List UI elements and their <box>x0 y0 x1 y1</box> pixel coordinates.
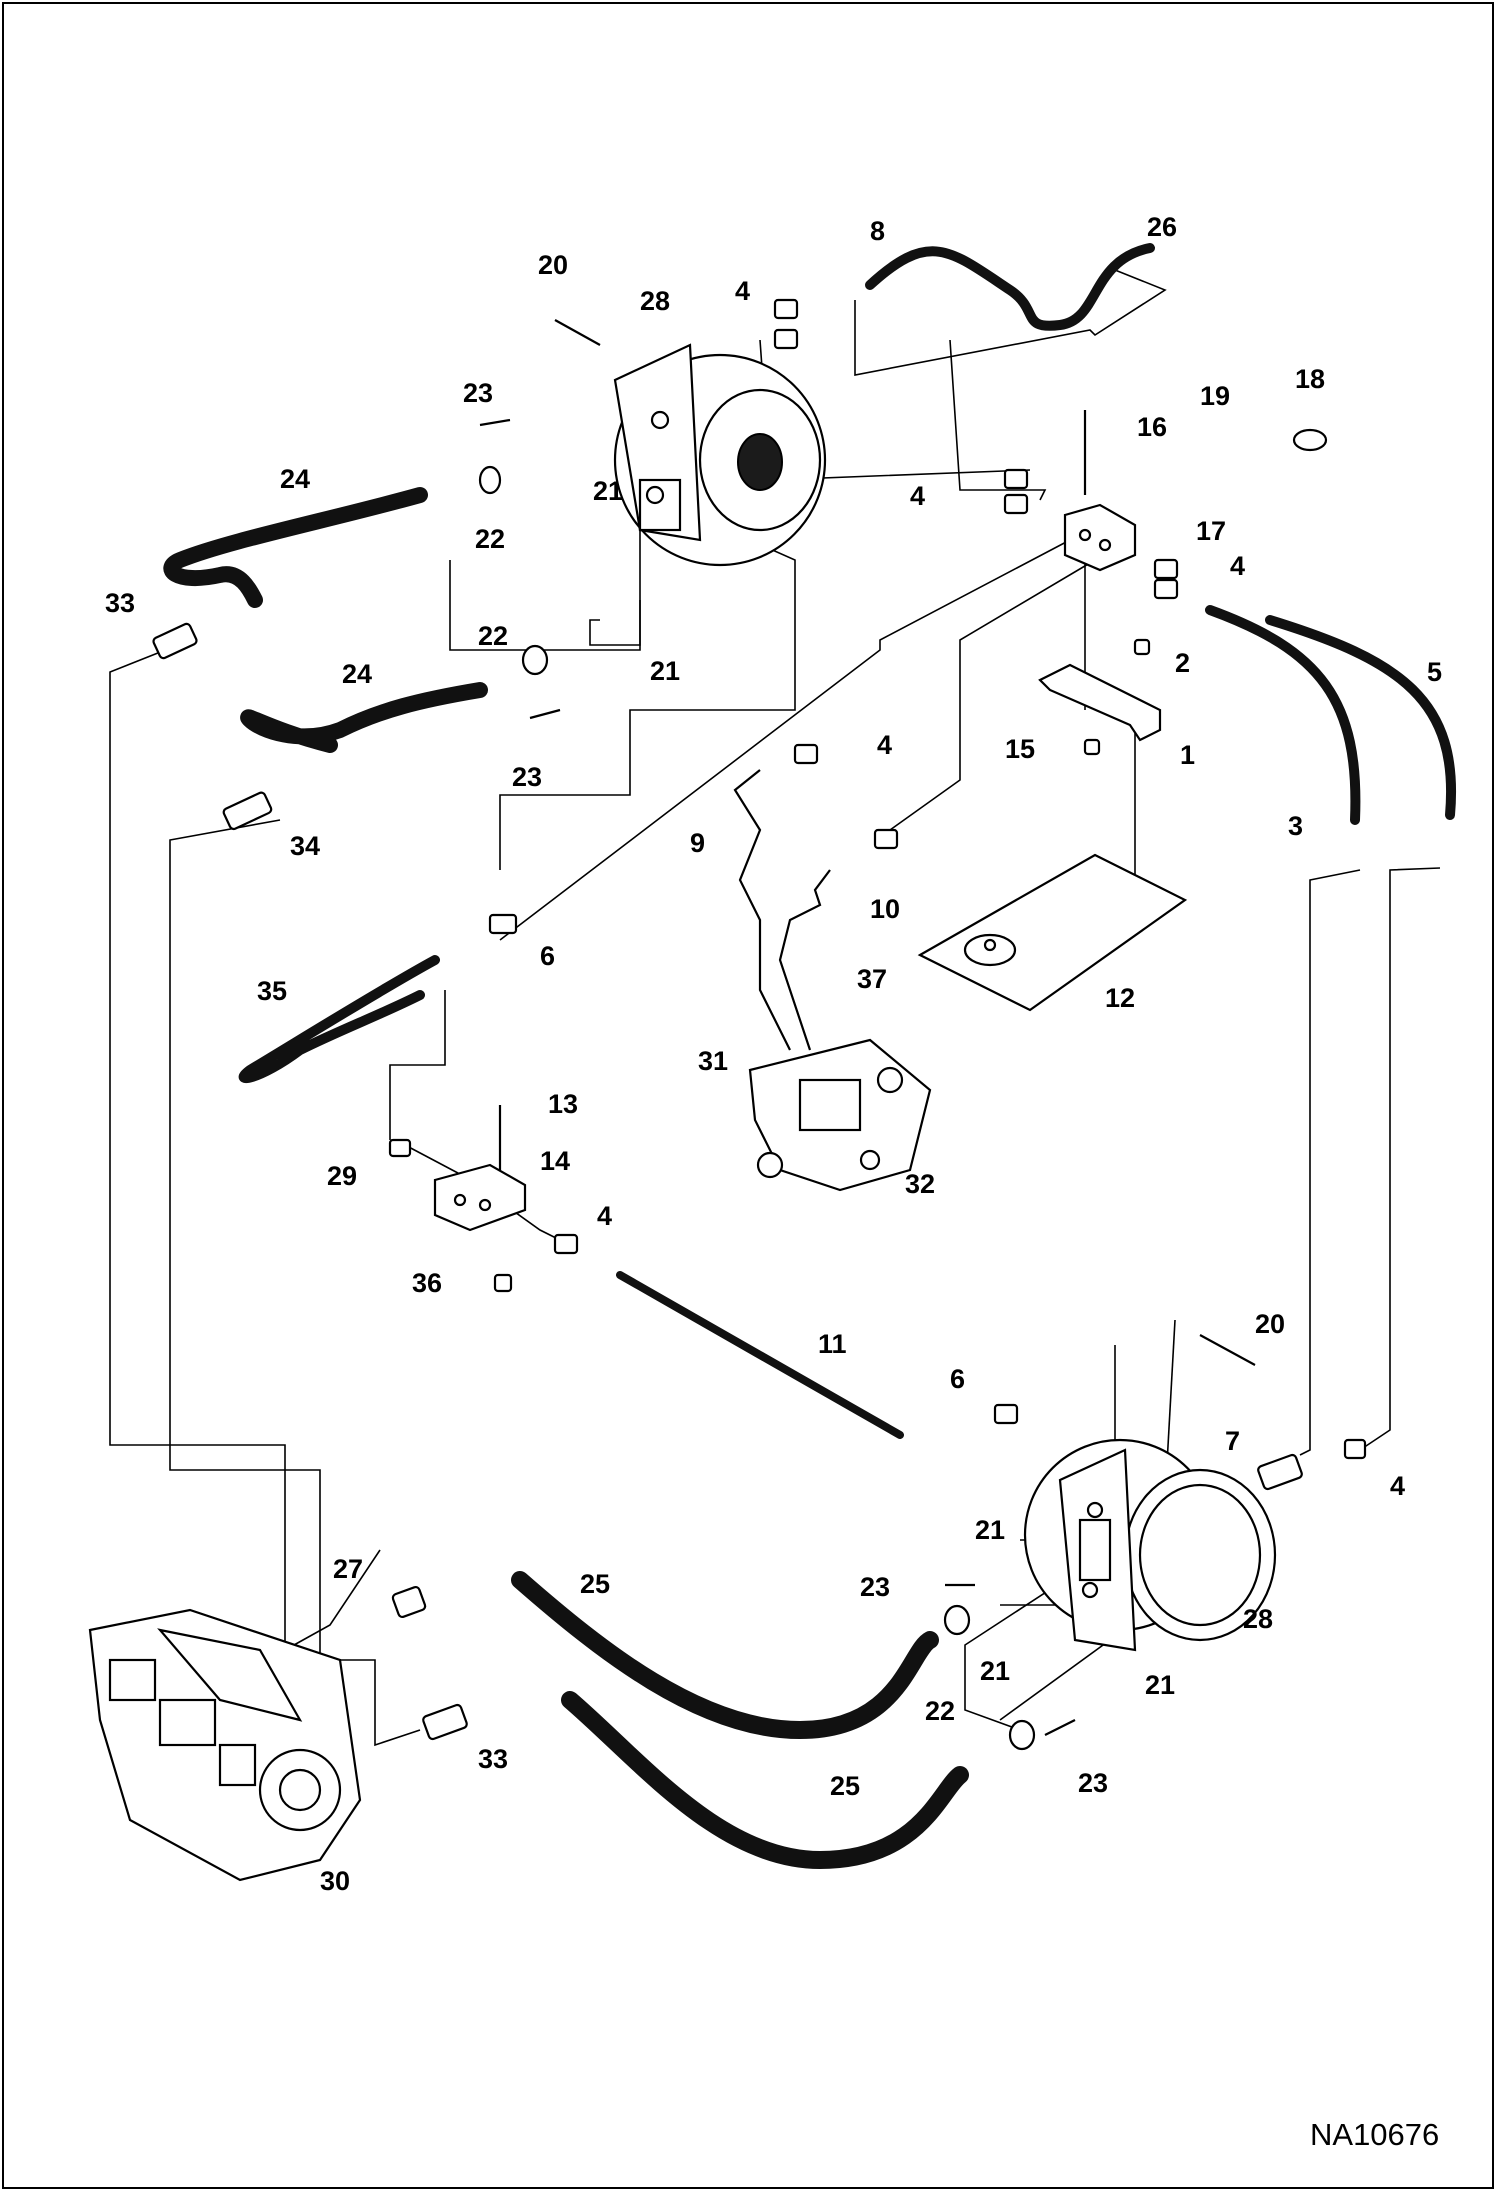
callout-6: 6 <box>540 941 555 971</box>
callout-24: 24 <box>342 659 372 689</box>
callout-6: 6 <box>950 1364 965 1394</box>
callout-27: 27 <box>333 1554 363 1584</box>
callout-21: 21 <box>1145 1670 1175 1700</box>
callout-36: 36 <box>412 1268 442 1298</box>
callout-4: 4 <box>1230 551 1245 581</box>
callout-21: 21 <box>980 1656 1010 1686</box>
hoses <box>163 243 1457 1870</box>
callout-21: 21 <box>650 656 680 686</box>
callout-34: 34 <box>290 831 320 861</box>
callout-23: 23 <box>1078 1768 1108 1798</box>
callout-23: 23 <box>463 378 493 408</box>
callout-4: 4 <box>877 730 892 760</box>
fittings <box>152 298 1367 1741</box>
callout-5: 5 <box>1427 657 1442 687</box>
bolts <box>479 319 1256 1736</box>
callout-4: 4 <box>735 276 750 306</box>
callout-4: 4 <box>1390 1471 1405 1501</box>
callout-4: 4 <box>597 1201 612 1231</box>
callout-18: 18 <box>1295 364 1325 394</box>
callout-35: 35 <box>257 976 287 1006</box>
callout-10: 10 <box>870 894 900 924</box>
callout-26: 26 <box>1147 212 1177 242</box>
callout-19: 19 <box>1200 381 1230 411</box>
callout-24: 24 <box>280 464 310 494</box>
bracket <box>1038 663 1162 742</box>
callout-2: 2 <box>1175 648 1190 678</box>
callout-8: 8 <box>870 216 885 246</box>
callout-22: 22 <box>475 524 505 554</box>
callout-20: 20 <box>538 250 568 280</box>
callout-25: 25 <box>580 1569 610 1599</box>
callout-21: 21 <box>975 1515 1005 1545</box>
o-rings <box>478 428 1328 1751</box>
callout-30: 30 <box>320 1866 350 1896</box>
callout-33: 33 <box>478 1744 508 1774</box>
drawing-code: NA10676 <box>1310 2117 1439 2152</box>
callout-labels: 1 2 3 4 4 4 4 4 4 5 6 6 7 8 9 10 11 12 1… <box>105 212 1442 1896</box>
callout-14: 14 <box>540 1146 570 1176</box>
drive-motor-upper <box>613 343 827 567</box>
callout-1: 1 <box>1180 740 1195 770</box>
callout-33: 33 <box>105 588 135 618</box>
drive-motor-lower <box>1023 1438 1277 1652</box>
callout-23: 23 <box>860 1572 890 1602</box>
drive-pump <box>88 1608 362 1882</box>
callout-13: 13 <box>548 1089 578 1119</box>
callout-20: 20 <box>1255 1309 1285 1339</box>
callout-21: 21 <box>593 476 623 506</box>
callout-4: 4 <box>910 481 925 511</box>
callout-25: 25 <box>830 1771 860 1801</box>
callout-16: 16 <box>1137 412 1167 442</box>
callout-22: 22 <box>478 621 508 651</box>
control-valve-pump <box>748 1038 932 1192</box>
callout-23: 23 <box>512 762 542 792</box>
callout-9: 9 <box>690 828 705 858</box>
callout-15: 15 <box>1005 734 1035 764</box>
callout-12: 12 <box>1105 983 1135 1013</box>
callout-11: 11 <box>818 1329 847 1359</box>
callout-3: 3 <box>1288 811 1303 841</box>
tubes <box>733 769 831 1051</box>
callout-17: 17 <box>1196 516 1226 546</box>
manifold-block <box>433 1163 527 1232</box>
callout-32: 32 <box>905 1169 935 1199</box>
callout-28: 28 <box>640 286 670 316</box>
callout-7: 7 <box>1225 1426 1240 1456</box>
callout-31: 31 <box>698 1046 728 1076</box>
callout-28: 28 <box>1243 1604 1273 1634</box>
callout-29: 29 <box>327 1161 357 1191</box>
callout-22: 22 <box>925 1696 955 1726</box>
cover-plate <box>917 853 1188 1012</box>
valve-block <box>1063 503 1137 572</box>
callout-37: 37 <box>857 964 887 994</box>
